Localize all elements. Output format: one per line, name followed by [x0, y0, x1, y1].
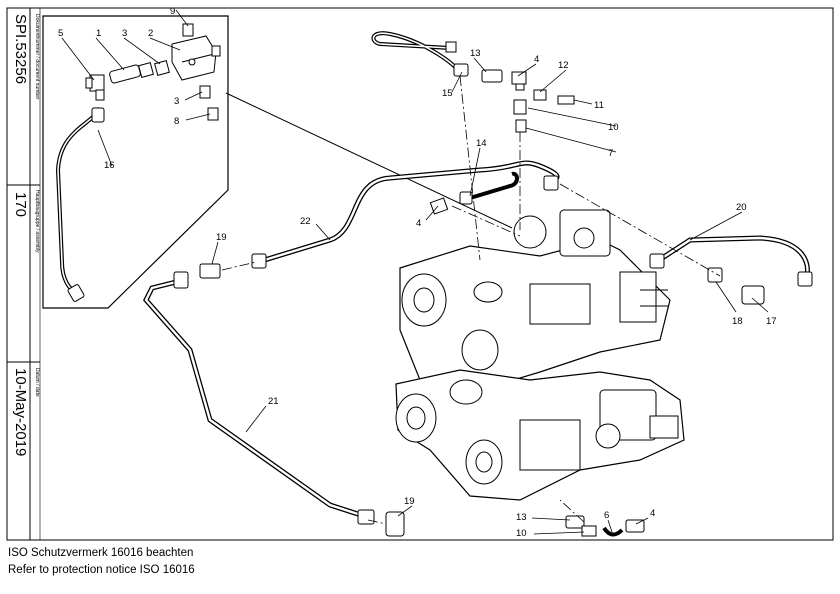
- callout-4c: 4: [650, 508, 655, 519]
- callout-20: 20: [736, 202, 747, 213]
- callout-12: 12: [558, 60, 569, 71]
- callout-2: 2: [148, 28, 153, 39]
- callout-19: 19: [216, 232, 227, 243]
- callout-4b: 4: [416, 218, 421, 229]
- callout-1: 1: [96, 28, 101, 39]
- callout-10b: 10: [516, 528, 527, 539]
- callout-6: 6: [604, 510, 609, 521]
- callout-19b: 19: [404, 496, 415, 507]
- callout-7: 7: [608, 148, 613, 159]
- doc-number-label: Dokumentnummer / document number: [34, 14, 40, 100]
- protection-notice-de: ISO Schutzvermerk 16016 beachten: [8, 547, 194, 559]
- callout-21: 21: [268, 396, 279, 407]
- callout-3: 3: [122, 28, 127, 39]
- callout-15: 15: [442, 88, 453, 99]
- pump-block-upper: [399, 209, 671, 391]
- doc-number-value: SPI.53256: [12, 14, 29, 85]
- callout-3b: 3: [174, 96, 179, 107]
- callout-18: 18: [732, 316, 743, 327]
- detail-leader-line: [225, 92, 513, 229]
- assembly-label: Hauptbaugruppe / assembly: [34, 190, 40, 253]
- callout-13b: 13: [516, 512, 527, 523]
- callout-11: 11: [594, 100, 604, 111]
- callout-leaders: [61, 9, 769, 535]
- protection-notice-en: Refer to protection notice ISO 16016: [8, 564, 195, 576]
- main-assembly: [143, 31, 813, 537]
- date-value: 10-May-2019: [12, 368, 29, 457]
- callout-10: 10: [608, 122, 619, 133]
- detail-inset-frame: [42, 15, 229, 309]
- callout-8: 8: [174, 116, 179, 127]
- callout-13: 13: [470, 48, 481, 59]
- assembly-value: 170: [12, 192, 29, 218]
- callout-22: 22: [300, 216, 311, 227]
- callout-4: 4: [534, 54, 539, 65]
- inset-parts: [55, 23, 221, 302]
- callout-9: 9: [170, 6, 175, 17]
- callout-14: 14: [476, 138, 487, 149]
- callout-numbers: 5 1 3 2 9 3 8 16 15 13 4 12 11 10 7 14 4…: [58, 6, 777, 539]
- callout-17: 17: [766, 316, 777, 327]
- date-label: Datum / date: [34, 368, 40, 397]
- pump-block-lower: [395, 369, 685, 501]
- callout-16: 16: [104, 160, 115, 171]
- drawing-border: [6, 7, 834, 541]
- callout-5: 5: [58, 28, 63, 39]
